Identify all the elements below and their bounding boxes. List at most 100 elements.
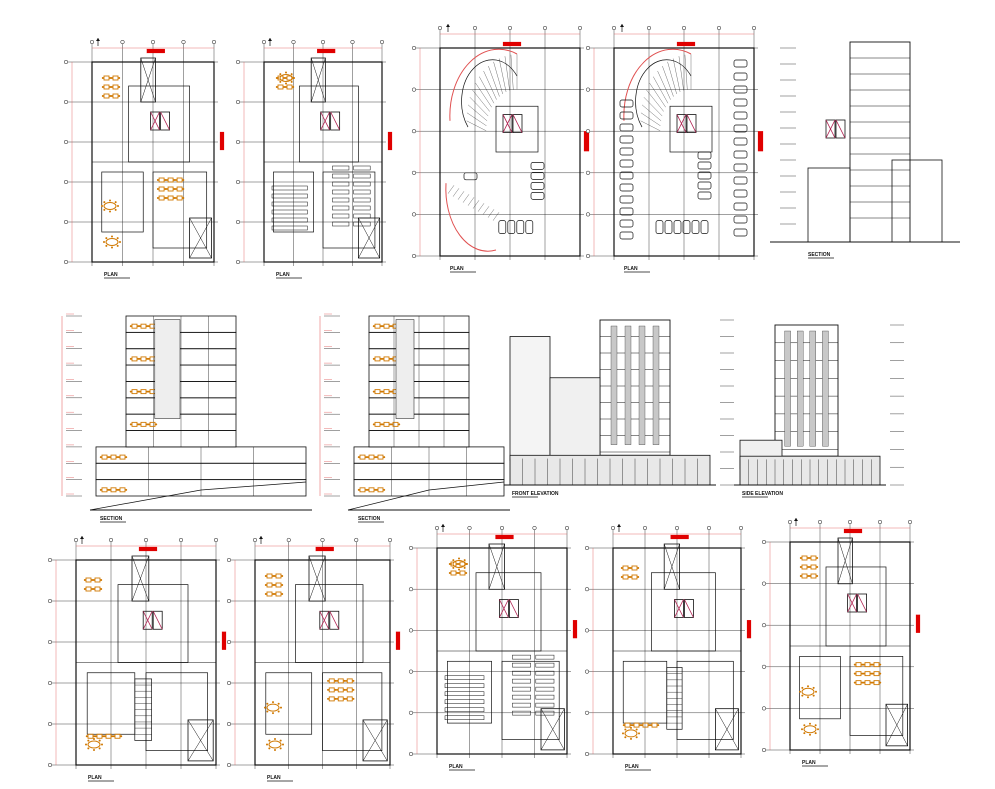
table-icon [622, 565, 629, 571]
grid-bubble [235, 59, 241, 65]
table-icon [167, 177, 174, 183]
chair-icon [279, 739, 282, 742]
red-revision-tag [915, 614, 921, 633]
chair-icon [87, 739, 90, 742]
chair-icon [624, 728, 627, 731]
table-icon [801, 573, 808, 579]
grid-bubble [761, 623, 767, 628]
chair-icon [116, 456, 119, 459]
vehicle-ramp [445, 48, 518, 252]
grid-bubble [320, 39, 326, 45]
chair-icon [372, 357, 375, 360]
chair-icon [173, 188, 176, 190]
grid-bubble [716, 25, 722, 31]
chair-icon [101, 86, 104, 88]
elevator-icon [847, 593, 867, 613]
chair-icon [799, 575, 802, 577]
grid-bubble [178, 537, 184, 543]
table-icon [140, 356, 147, 362]
table-icon [158, 186, 165, 192]
table-icon [855, 671, 862, 677]
chair-icon [174, 188, 177, 190]
table-icon [87, 733, 94, 739]
classroom-desks [271, 165, 371, 231]
grid-bubble [584, 751, 590, 757]
table-icon [346, 696, 353, 702]
chair-icon [182, 188, 185, 190]
shaft-void [663, 543, 680, 590]
chair-icon [345, 697, 348, 700]
grid-bubble [507, 25, 513, 31]
chair-icon [815, 690, 817, 693]
table-icon [328, 687, 335, 693]
chair-icon [118, 86, 121, 88]
furniture-group [101, 75, 121, 99]
podium-block [549, 377, 601, 461]
table-icon [374, 421, 381, 427]
chair-icon [343, 679, 346, 682]
chair-icon [381, 390, 384, 393]
chair-icon [629, 576, 632, 578]
table-icon [359, 454, 366, 460]
chair-icon [799, 557, 802, 559]
chair-icon [272, 575, 275, 577]
grid-bubble [761, 747, 767, 753]
car-icon [697, 181, 712, 190]
grid-bubble [408, 545, 414, 551]
chair-icon [801, 694, 804, 697]
table-icon [328, 678, 335, 684]
glazing-strip [784, 330, 791, 447]
grid-bubble [63, 219, 69, 225]
chair-icon [182, 197, 185, 199]
grid-bubble [150, 39, 156, 45]
chair-icon [91, 579, 94, 581]
table-icon [275, 591, 282, 597]
chair-icon [116, 237, 119, 240]
chair-icon [630, 726, 632, 729]
grid-bubble [226, 639, 232, 645]
north-arrow-icon [794, 518, 798, 526]
chair-icon [156, 179, 159, 181]
car-icon [619, 135, 634, 144]
grid-bubble [611, 25, 617, 31]
table-icon [368, 487, 375, 493]
grid-bubble [564, 525, 570, 531]
car-icon [733, 215, 748, 224]
chair-icon [264, 584, 267, 586]
chair-icon [174, 179, 177, 181]
grid-bubble [847, 519, 853, 525]
chair-icon [639, 724, 642, 727]
elevation-front: FRONT ELEVATION [504, 319, 734, 498]
car-icon [733, 202, 748, 211]
grid-bubble [411, 129, 417, 134]
chair-icon [109, 199, 111, 202]
chair-icon [119, 241, 121, 243]
chair-icon [101, 95, 104, 97]
chair-icon [272, 712, 274, 715]
drawing-title: PLAN [802, 760, 816, 766]
chair-icon [105, 237, 108, 240]
chair-icon [114, 208, 117, 211]
chair-icon [336, 697, 339, 700]
level-markers [66, 313, 82, 497]
grid-bubble [47, 598, 53, 604]
chair-icon [630, 737, 632, 740]
level-markers [720, 319, 734, 486]
car-icon [619, 207, 634, 216]
chair-icon [99, 456, 102, 459]
elevator-icon [674, 599, 694, 618]
office-room [322, 171, 376, 249]
furniture-group [327, 678, 355, 702]
chair-icon [817, 728, 819, 731]
core-room [669, 105, 713, 153]
chair-icon [450, 563, 452, 565]
chair-icon [290, 80, 293, 83]
grid-bubble [63, 99, 69, 105]
car-icon [619, 195, 634, 204]
glazing-strip [638, 325, 646, 445]
chair-icon [463, 566, 466, 569]
table-icon [374, 389, 381, 395]
table-icon [101, 454, 108, 460]
level-markers [324, 313, 340, 497]
table-icon [140, 421, 147, 427]
